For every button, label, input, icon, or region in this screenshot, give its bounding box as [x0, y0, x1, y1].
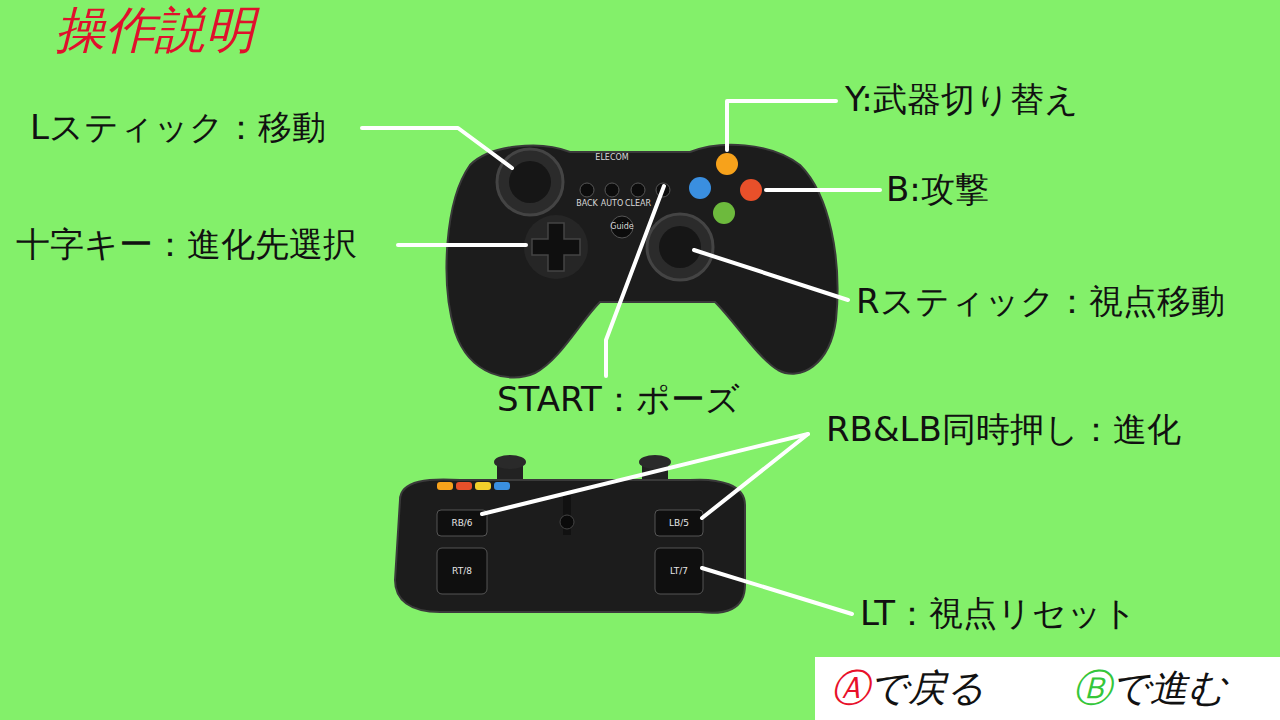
- leader-line: [702, 434, 808, 518]
- leader-line: [398, 243, 526, 247]
- leader-line: [766, 188, 880, 192]
- navigation-hint: Ⓐで戻る: [831, 666, 985, 712]
- button-a: [713, 202, 735, 224]
- button-strip: [494, 482, 510, 490]
- leader-line: [362, 128, 512, 168]
- cable-port: [560, 515, 574, 529]
- button-caption: RB/6: [451, 518, 472, 528]
- button-caption: AUTO: [601, 199, 624, 208]
- control-label: B:攻撃: [886, 170, 989, 209]
- stick-top: [494, 455, 526, 469]
- control-label: Rスティック：視点移動: [856, 282, 1225, 321]
- small-button: [580, 183, 594, 197]
- control-label: START：ポーズ: [497, 380, 740, 419]
- dpad-well: [524, 215, 588, 279]
- control-label: Y:武器切り替え: [845, 80, 1079, 119]
- button-b: [740, 179, 762, 201]
- controller-body: [447, 145, 838, 378]
- left-stick-cap: [509, 161, 551, 203]
- navigation-hint: Ⓑで進む: [1073, 666, 1227, 712]
- brand-logo: ELECOM: [595, 153, 628, 162]
- shoulder-button: [437, 510, 487, 536]
- control-label: Lスティック：移動: [30, 108, 326, 147]
- dpad: [532, 223, 580, 271]
- button-strip: [456, 482, 472, 490]
- button-caption: CLEAR: [625, 199, 651, 208]
- navigation-box: Ⓐで戻る Ⓑで進む: [815, 657, 1280, 720]
- leader-line: [694, 250, 848, 300]
- button-y: [716, 153, 738, 175]
- leader-line: [606, 186, 664, 376]
- page-title: 操作説明: [55, 2, 255, 60]
- leader-line: [702, 568, 852, 614]
- button-caption: LT/7: [670, 566, 688, 576]
- right-stick: [647, 214, 713, 280]
- button-strip: [475, 482, 491, 490]
- controller-body-bottom: [395, 479, 745, 612]
- trigger-button: [437, 548, 487, 594]
- right-stick-cap: [659, 226, 701, 268]
- control-label: RB&LB同時押し：進化: [826, 410, 1181, 449]
- small-button: [605, 183, 619, 197]
- small-button: [631, 183, 645, 197]
- control-label: LT：視点リセット: [860, 594, 1137, 633]
- button-caption: RT/8: [452, 566, 472, 576]
- button-caption: Guide: [610, 222, 634, 231]
- button-caption: LB/5: [669, 518, 689, 528]
- trigger-button: [655, 548, 703, 594]
- leader-line: [727, 101, 836, 150]
- control-label: 十字キー：進化先選択: [16, 225, 357, 264]
- left-stick: [497, 149, 563, 215]
- button-caption: BACK: [576, 199, 598, 208]
- shoulder-button: [655, 510, 703, 536]
- button-strip: [437, 482, 453, 490]
- guide-button: [611, 216, 633, 238]
- button-x: [689, 177, 711, 199]
